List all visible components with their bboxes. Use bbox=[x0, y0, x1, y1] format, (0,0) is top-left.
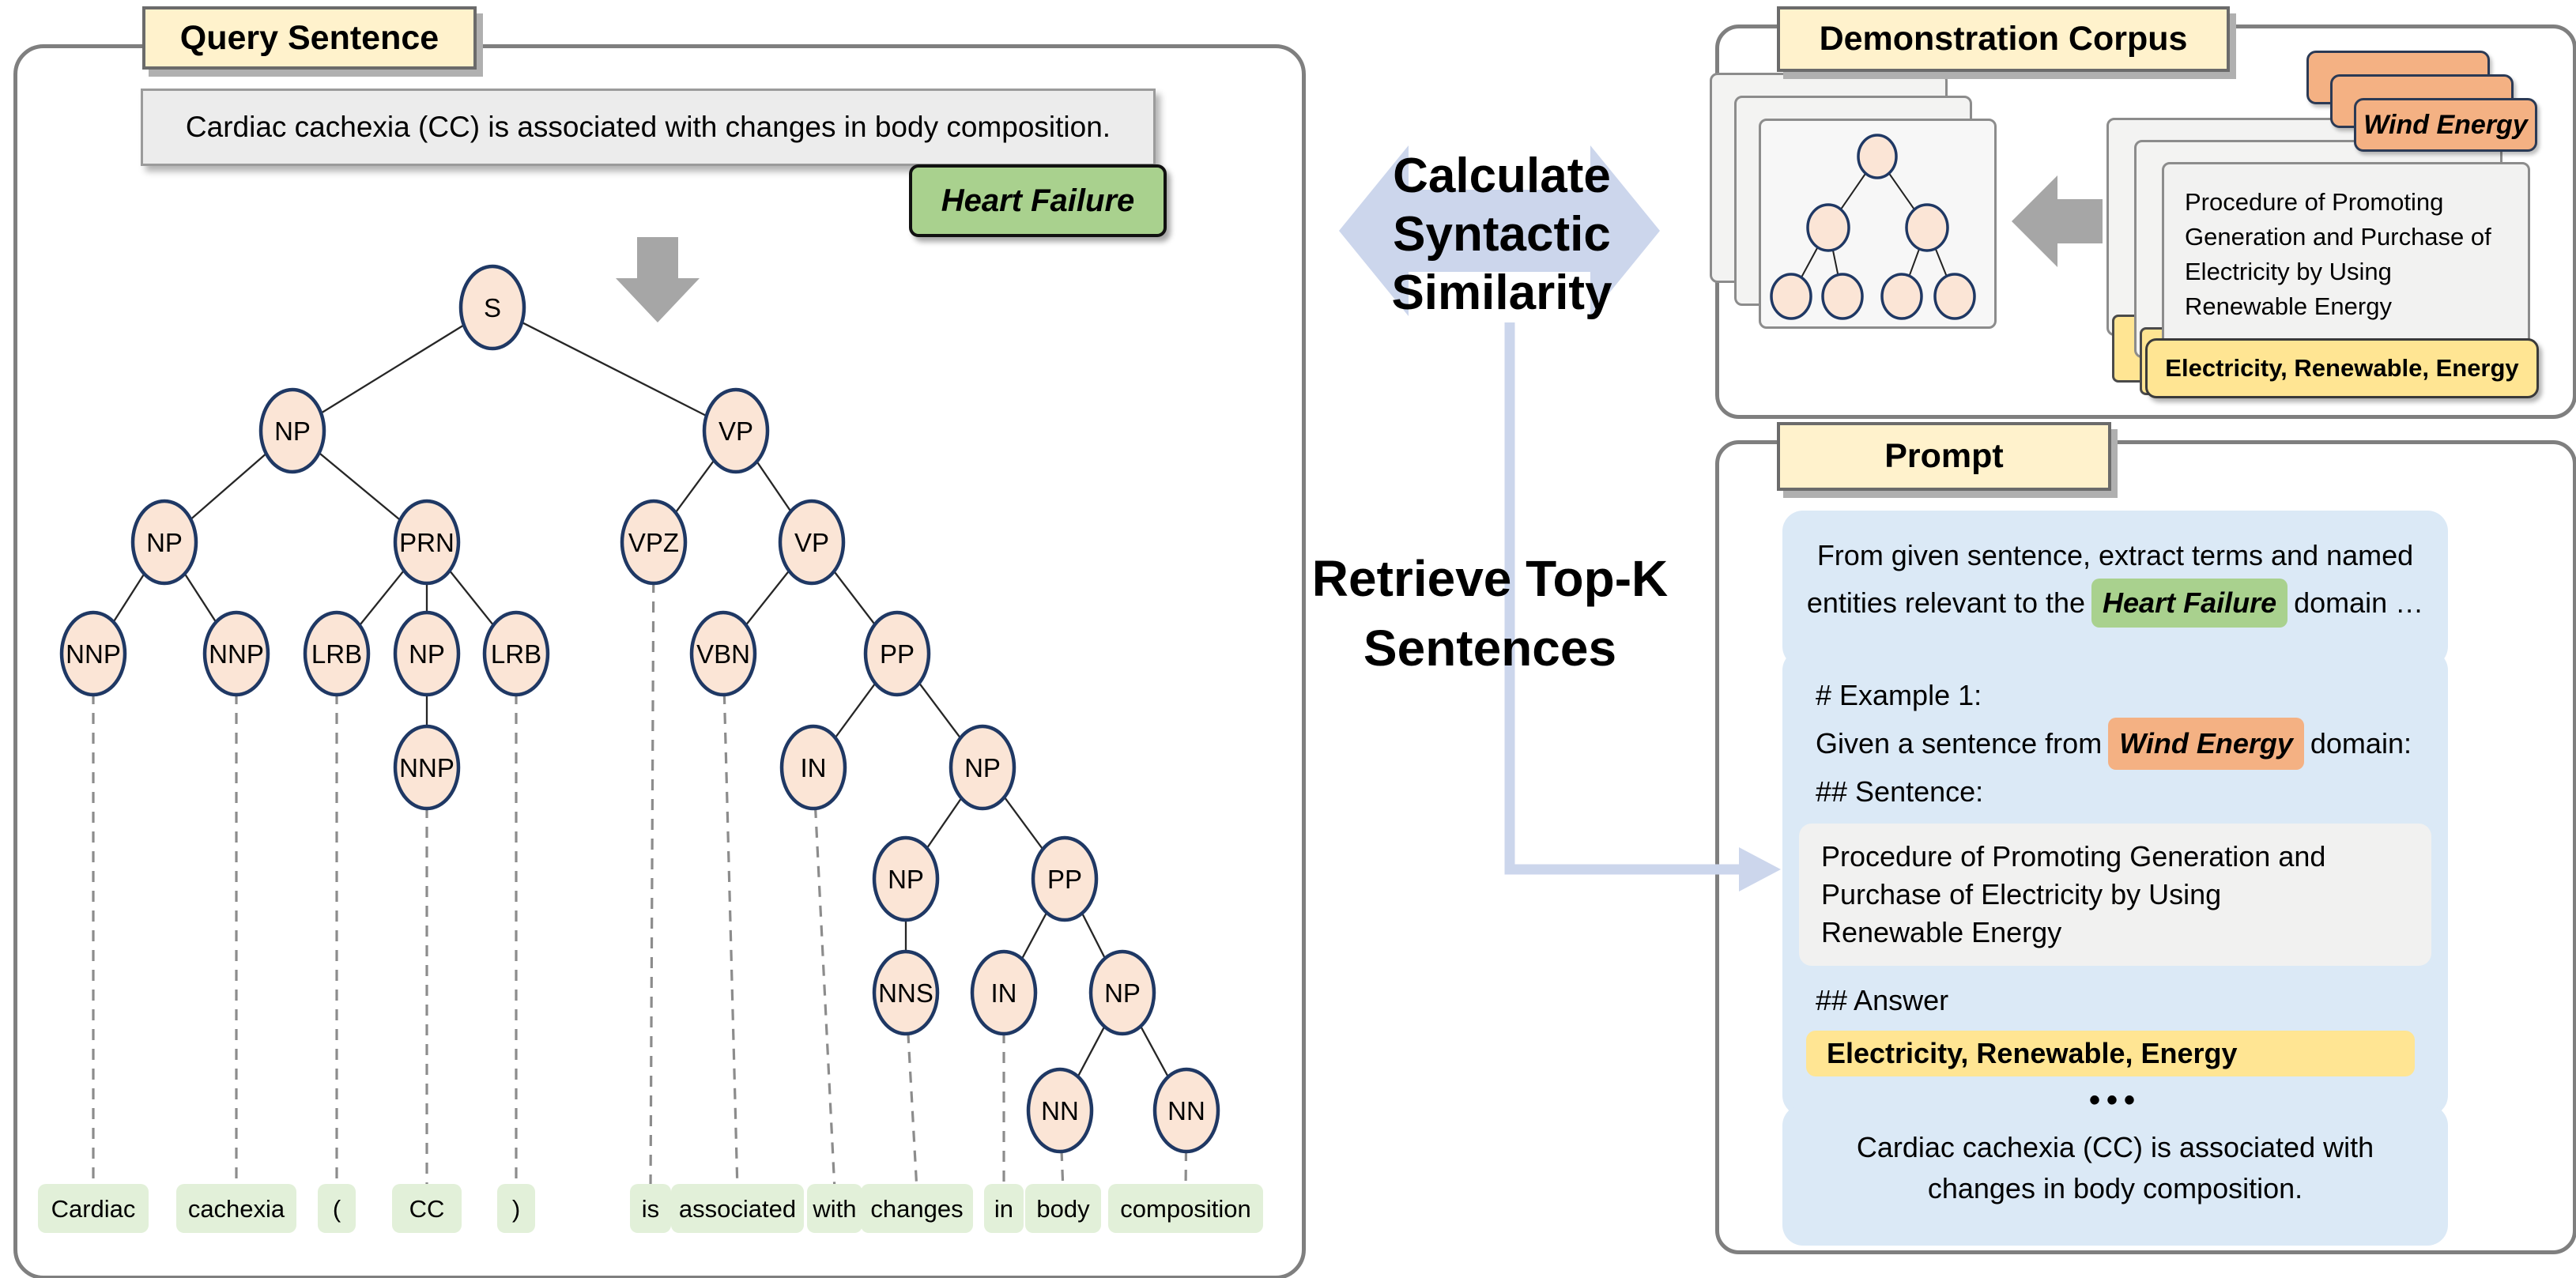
wind-energy-label: Wind Energy bbox=[2363, 109, 2528, 140]
query-sentence-tab-label: Query Sentence bbox=[179, 18, 439, 57]
domain-badge-heart-failure: Heart Failure bbox=[909, 164, 1167, 237]
calculate-line-2: Syntactic bbox=[1393, 207, 1611, 262]
wind-energy-card-front: Wind Energy bbox=[2354, 98, 2537, 152]
heart-failure-highlight: Heart Failure bbox=[2091, 579, 2288, 628]
instruction-line-1: From given sentence, extract terms and n… bbox=[1816, 539, 2414, 571]
answer-text: Electricity, Renewable, Energy bbox=[1827, 1037, 2238, 1069]
example-given-pre: Given a sentence from bbox=[1816, 727, 2103, 760]
query-sentence-tab: Query Sentence bbox=[142, 6, 477, 70]
retrieve-line-2: Sentences bbox=[1363, 620, 1617, 677]
instruction-line2-pre: entities relevant to the bbox=[1806, 586, 2086, 619]
instruction-line2-post: domain … bbox=[2294, 586, 2424, 619]
answer-highlight: Electricity, Renewable, Energy bbox=[1806, 1031, 2415, 1076]
document-line-2: Generation and Purchase of bbox=[2185, 223, 2491, 251]
query-sentence-box: Cardiac cachexia (CC) is associated with… bbox=[141, 89, 1156, 166]
domain-badge-label: Heart Failure bbox=[941, 183, 1135, 218]
calculate-line-3: Similarity bbox=[1391, 266, 1612, 320]
query-sentence-text: Cardiac cachexia (CC) is associated with… bbox=[185, 111, 1111, 143]
example-sentence-line-2: Purchase of Electricity by Using bbox=[1821, 878, 2222, 910]
example-sentence-label: ## Sentence: bbox=[1816, 775, 1984, 808]
parse-tree-icon bbox=[1770, 134, 1976, 320]
corpus-keywords-tag: Electricity, Renewable, Energy bbox=[2145, 338, 2539, 398]
corpus-keywords-label: Electricity, Renewable, Energy bbox=[2165, 354, 2519, 382]
document-line-3: Electricity by Using bbox=[2185, 258, 2392, 285]
instruction-box: From given sentence, extract terms and n… bbox=[1782, 511, 2448, 667]
query-echo-line-2: changes in body composition. bbox=[1927, 1172, 2303, 1204]
answer-label: ## Answer bbox=[1816, 984, 1949, 1016]
example-sentence-line-1: Procedure of Promoting Generation and bbox=[1821, 840, 2326, 873]
corpus-tab-label: Demonstration Corpus bbox=[1819, 20, 2188, 58]
example-sentence-box: Procedure of Promoting Generation and Pu… bbox=[1799, 824, 2431, 966]
example-given-post: domain: bbox=[2310, 727, 2412, 760]
example-sentence-line-3: Renewable Energy bbox=[1821, 916, 2062, 948]
calculate-line-1: Calculate bbox=[1393, 149, 1611, 203]
query-echo-line-1: Cardiac cachexia (CC) is associated with bbox=[1856, 1131, 2374, 1163]
retrieve-line-1: Retrieve Top-K bbox=[1311, 550, 1669, 607]
retrieve-topk-label: Retrieve Top-K Sentences bbox=[1221, 544, 1759, 683]
query-echo-box: Cardiac cachexia (CC) is associated with… bbox=[1782, 1105, 2448, 1246]
corpus-tab: Demonstration Corpus bbox=[1777, 6, 2230, 72]
prompt-tab: Prompt bbox=[1777, 422, 2111, 491]
document-line-1: Procedure of Promoting bbox=[2185, 188, 2444, 216]
calculate-similarity-label: Calculate Syntactic Similarity bbox=[1308, 147, 1695, 322]
document-text: Procedure of Promoting Generation and Pu… bbox=[2164, 164, 2528, 324]
tree-card-front bbox=[1759, 119, 1997, 329]
document-line-4: Renewable Energy bbox=[2185, 292, 2392, 320]
wind-energy-highlight: Wind Energy bbox=[2108, 718, 2304, 770]
example-heading: # Example 1: bbox=[1816, 679, 1982, 711]
prompt-tab-label: Prompt bbox=[1884, 437, 2004, 475]
